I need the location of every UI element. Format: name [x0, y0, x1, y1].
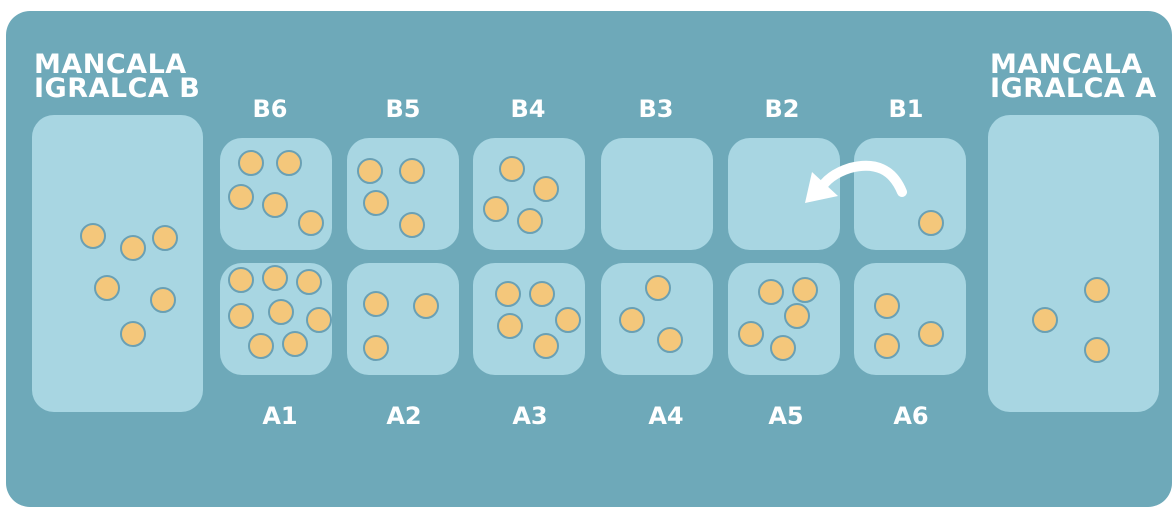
curved-arrow-icon [0, 0, 1172, 509]
